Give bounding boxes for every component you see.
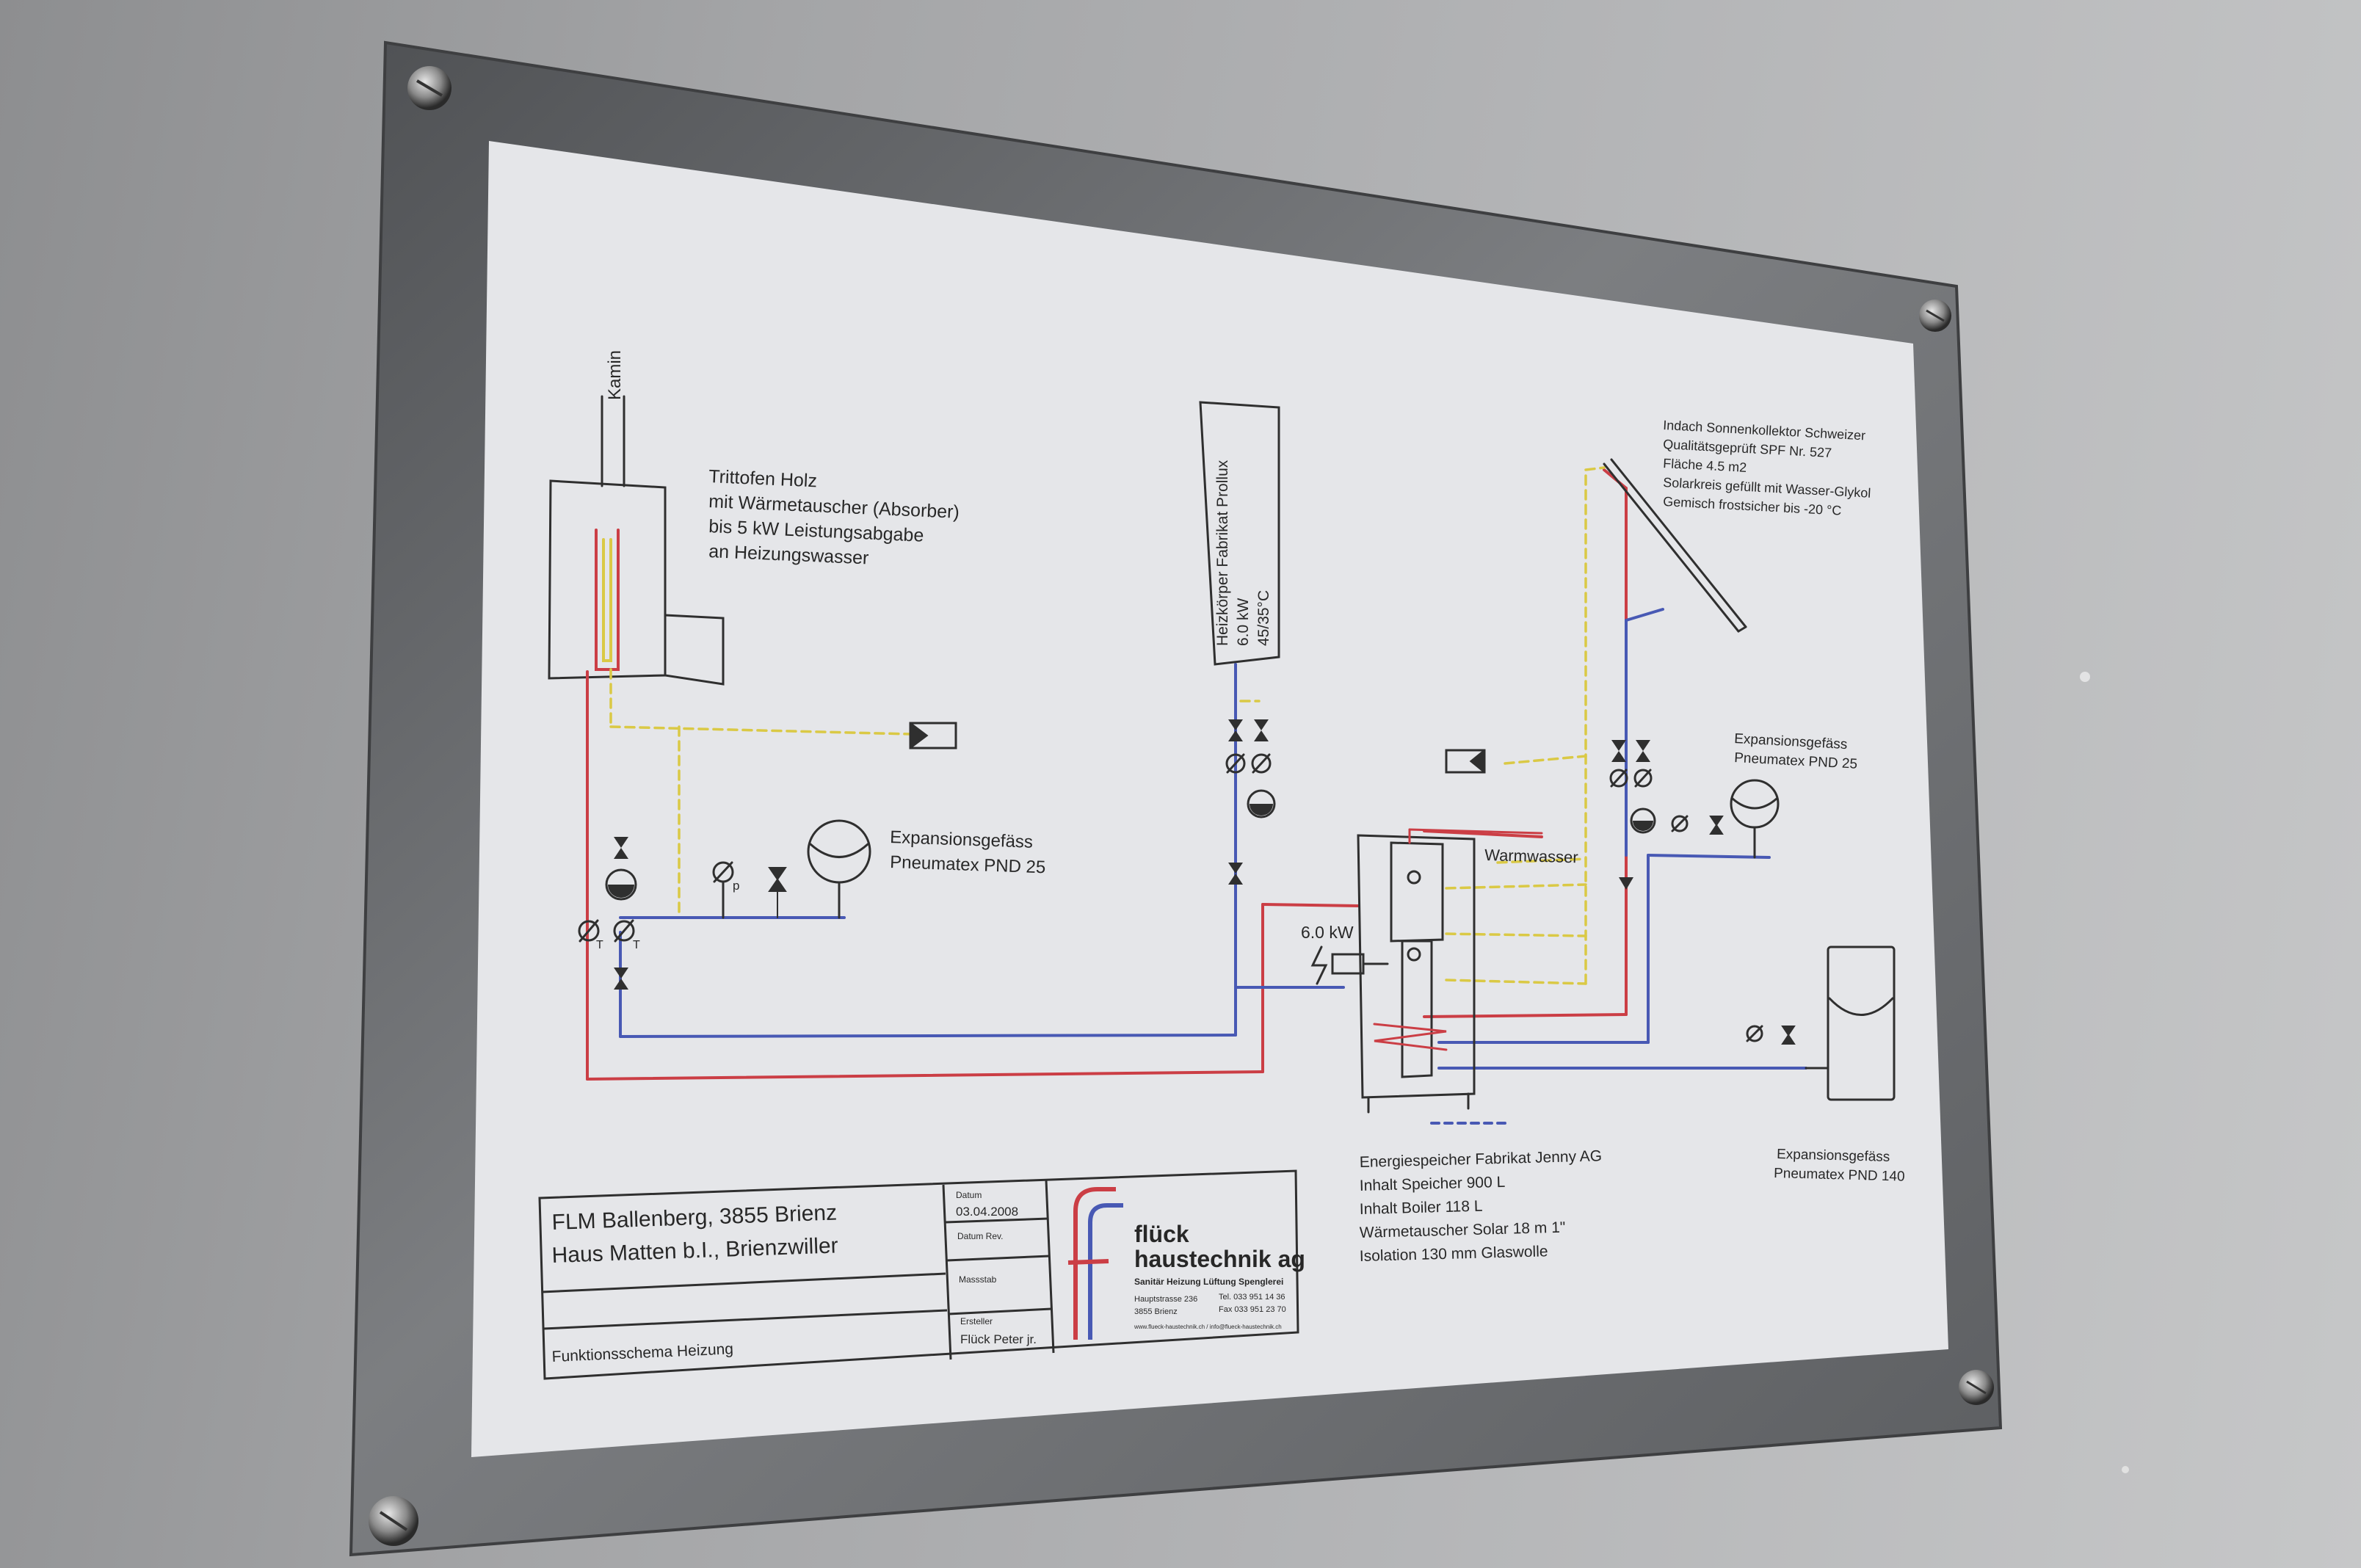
date-value: 03.04.2008 [956,1205,1018,1219]
radiator [1199,401,1280,666]
thermometer-icon [578,753,1653,943]
expansion-vessel-left [807,819,871,919]
valve-icon [614,719,1650,990]
svg-text:Expansionsgefäss: Expansionsgefäss [1777,1147,1890,1165]
expansion-vessel-large [1805,945,1896,1101]
svg-text:Inhalt Boiler 118 L: Inhalt Boiler 118 L [1360,1198,1483,1218]
radiator-description: Heizkörper Fabrikat Prollux 6.0 kW 45/35… [1214,460,1272,646]
scale-label: Massstab [959,1274,997,1285]
svg-text:Pneumatex PND 140: Pneumatex PND 140 [1774,1166,1905,1185]
paper-sheet [471,141,1948,1457]
company-street: Hauptstrasse 236 [1134,1295,1197,1304]
title-block: FLM Ballenberg, 3855 Brienz Haus Matten … [538,1169,1305,1380]
pump-icon [1630,807,1656,834]
screw-icon [407,66,451,110]
author-value: Flück Peter jr. [960,1332,1037,1346]
company-phone: Tel. 033 951 14 36 [1219,1293,1285,1302]
svg-text:T: T [596,939,603,951]
vent-box-icon [909,722,1486,774]
company-name-1: flück [1134,1221,1189,1247]
company-services: Sanitär Heizung Lüftung Spenglerei [1134,1277,1283,1287]
svg-text:45/35°C: 45/35°C [1255,590,1272,646]
expansion-bottom-label: Expansionsgefäss Pneumatex PND 140 [1774,1147,1905,1185]
hot-water-label: Warmwasser [1484,846,1578,866]
pressure-gauge-icon [712,815,1763,1042]
company-city: 3855 Brienz [1134,1307,1178,1316]
electric-heater-icon [1310,945,1389,985]
screw-icon [1959,1370,1994,1405]
company-web: www.flueck-haustechnik.ch / info@flueck-… [1134,1324,1282,1330]
author-label: Ersteller [960,1316,993,1326]
safety-valve-icon [768,816,1796,1045]
pump-icon [605,868,637,901]
solar-collector [1603,458,1747,633]
svg-text:p: p [733,879,739,893]
energy-storage-tank [1357,828,1543,1114]
pump-icon [1247,789,1276,819]
lighting-overlay [471,141,1948,1457]
company-logo [1067,1187,1123,1340]
expansion-vessel-right [1730,779,1780,859]
revision-label: Datum Rev. [957,1231,1003,1241]
chimney [601,395,625,487]
svg-text:Heizkörper Fabrikat Prollux: Heizkörper Fabrikat Prollux [1214,460,1231,646]
screw-icon [1919,300,1951,332]
svg-text:6.0 kW: 6.0 kW [1235,598,1252,646]
company-name-2: haustechnik ag [1134,1246,1305,1272]
company-fax: Fax 033 951 23 70 [1219,1305,1286,1314]
svg-text:Inhalt Speicher 900 L: Inhalt Speicher 900 L [1360,1174,1506,1194]
svg-text:Trittofen Holz: Trittofen Holz [708,466,818,491]
wood-stove [548,479,725,686]
supply-pipe-red [586,468,1628,1081]
expansion-line-yellow [609,466,1606,985]
date-label: Datum [956,1190,982,1200]
svg-text:T: T [633,939,640,951]
chimney-label: Kamin [605,350,625,400]
screw-icon [369,1496,418,1546]
heater-rating: 6.0 kW [1301,923,1354,942]
